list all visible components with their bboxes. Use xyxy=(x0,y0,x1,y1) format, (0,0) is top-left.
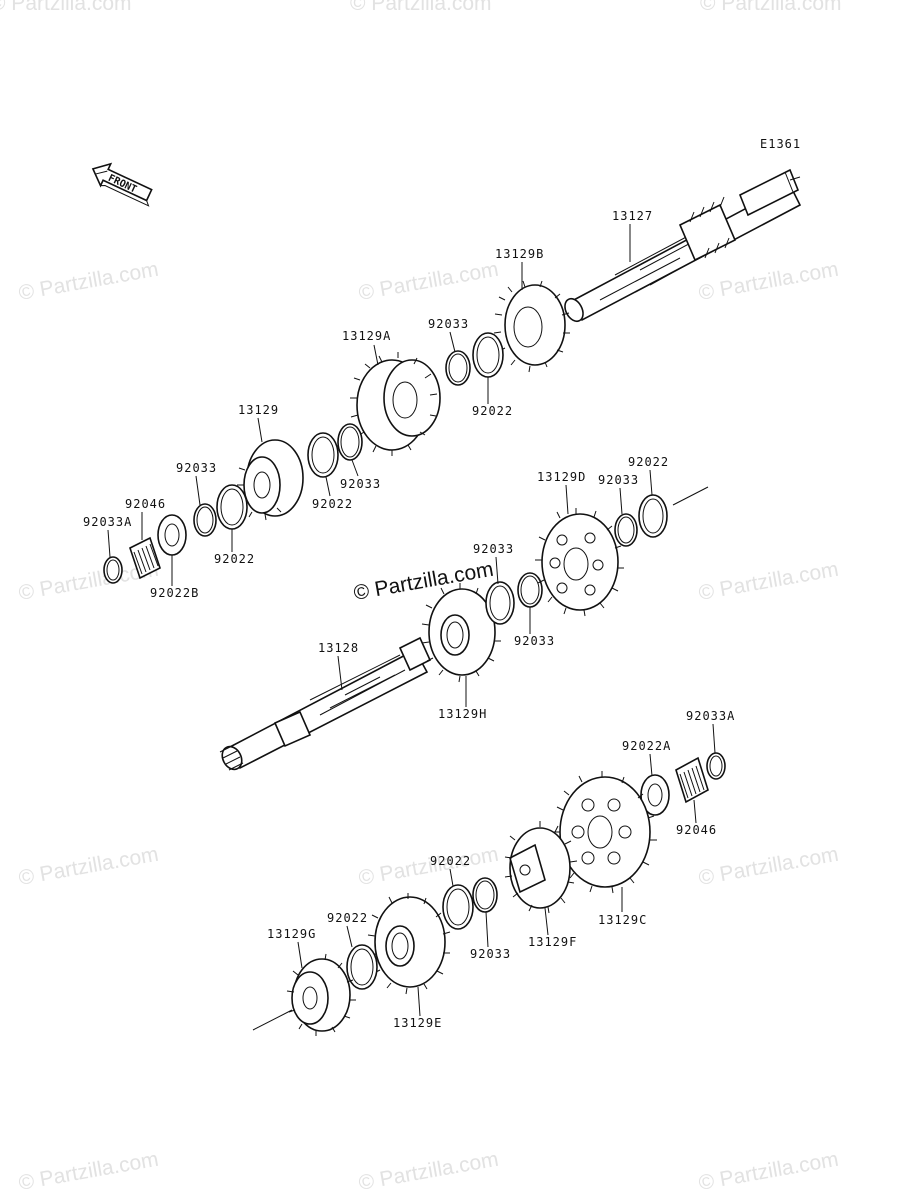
clip-92033[interactable] xyxy=(472,877,498,913)
clip-92033[interactable] xyxy=(193,503,217,537)
label-13129F: 13129F xyxy=(528,935,577,949)
watermark: © Partzilla.com xyxy=(0,0,132,15)
clip-92033[interactable] xyxy=(517,572,543,608)
watermark: © Partzilla.com xyxy=(700,0,842,15)
ring-92022[interactable] xyxy=(442,884,474,930)
front-arrow-icon: FRONT xyxy=(91,162,153,207)
label-13129B: 13129B xyxy=(495,247,544,261)
ring-92022[interactable] xyxy=(307,432,339,478)
shaft-13127[interactable] xyxy=(561,168,802,324)
label-13129A: 13129A xyxy=(342,329,391,343)
gear-13129A[interactable] xyxy=(350,352,441,456)
washer-92022B[interactable] xyxy=(157,514,187,556)
label-92033: 92033 xyxy=(340,477,381,491)
gear-13129F[interactable] xyxy=(504,821,578,914)
label-13128: 13128 xyxy=(318,641,359,655)
watermark: © Partzilla.com xyxy=(350,0,492,15)
label-13129E: 13129E xyxy=(393,1016,442,1030)
ring-92022[interactable] xyxy=(472,332,504,378)
gear-13129G[interactable] xyxy=(286,953,356,1036)
watermark: © Partzilla.com xyxy=(17,258,160,305)
label-92033: 92033 xyxy=(176,461,217,475)
label-92022: 92022 xyxy=(214,552,255,566)
ring-92022[interactable] xyxy=(346,944,378,990)
clip-92033A[interactable] xyxy=(706,752,726,780)
label-92046: 92046 xyxy=(125,497,166,511)
label-92033A: 92033A xyxy=(686,709,735,723)
label-13129C: 13129C xyxy=(598,913,647,927)
watermark: © Partzilla.com xyxy=(357,1148,500,1195)
clip-92033[interactable] xyxy=(614,513,638,547)
ring-92022[interactable] xyxy=(638,494,668,538)
gear-13129C[interactable] xyxy=(553,771,657,894)
shaft-13128[interactable] xyxy=(218,636,432,773)
label-92022B: 92022B xyxy=(150,586,199,600)
label-92033: 92033 xyxy=(473,542,514,556)
label-92033: 92033 xyxy=(470,947,511,961)
label-92033: 92033 xyxy=(598,473,639,487)
watermark: © Partzilla.com xyxy=(17,843,160,890)
watermark: © Partzilla.com xyxy=(697,1148,840,1195)
bearing-92046[interactable] xyxy=(675,756,709,804)
bearing-92046[interactable] xyxy=(129,536,161,580)
clip-92033[interactable] xyxy=(445,350,471,386)
label-13129D: 13129D xyxy=(537,470,586,484)
label-92022: 92022 xyxy=(430,854,471,868)
label-92033: 92033 xyxy=(514,634,555,648)
ring-92022[interactable] xyxy=(216,484,248,530)
ring-92022[interactable] xyxy=(485,581,515,625)
label-92022A: 92022A xyxy=(622,739,671,753)
gear-13129E[interactable] xyxy=(367,893,451,995)
label-92022: 92022 xyxy=(327,911,368,925)
label-13129G: 13129G xyxy=(267,927,316,941)
watermark: © Partzilla.com xyxy=(697,843,840,890)
watermark: © Partzilla.com xyxy=(357,258,500,305)
label-13129: 13129 xyxy=(238,403,279,417)
gear-13129B[interactable] xyxy=(493,280,570,373)
label-92046: 92046 xyxy=(676,823,717,837)
watermark: © Partzilla.com xyxy=(697,558,840,605)
watermark: © Partzilla.com xyxy=(17,1148,160,1195)
label-92022: 92022 xyxy=(628,455,669,469)
label-13127: 13127 xyxy=(612,209,653,223)
gear-13129H[interactable] xyxy=(421,583,502,683)
clip-92033A[interactable] xyxy=(103,556,123,584)
diagram-code: E1361 xyxy=(760,137,801,151)
label-92033A: 92033A xyxy=(83,515,132,529)
label-92033: 92033 xyxy=(428,317,469,331)
label-92022: 92022 xyxy=(312,497,353,511)
label-92022: 92022 xyxy=(472,404,513,418)
watermark: © Partzilla.com xyxy=(697,258,840,305)
clip-92033[interactable] xyxy=(337,423,363,461)
gear-13129D[interactable] xyxy=(535,508,624,617)
label-13129H: 13129H xyxy=(438,707,487,721)
